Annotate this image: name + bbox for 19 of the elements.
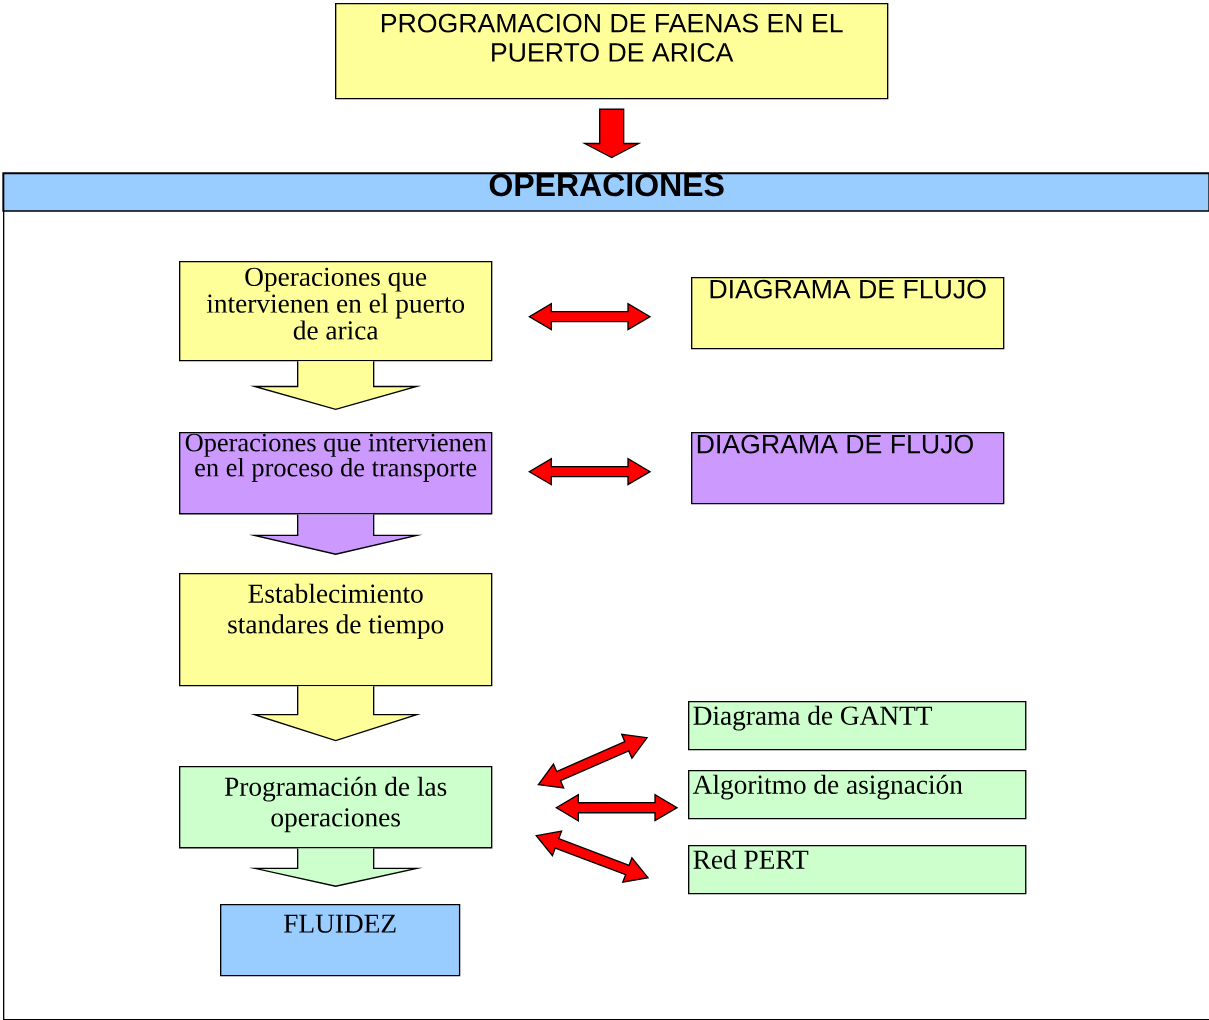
double-arrow: [528, 457, 652, 486]
block-arrow: [249, 360, 422, 411]
process-box: Algoritmo de asignación: [688, 770, 1027, 820]
process-box: Programación de las operaciones: [179, 766, 493, 849]
process-box: Establecimiento standares de tiempo: [179, 573, 493, 687]
double-arrow: [537, 733, 649, 789]
double-arrow: [528, 302, 652, 331]
block-arrow: [581, 108, 642, 159]
title-box: PROGRAMACION DE FAENAS EN EL PUERTO DE ARICA: [335, 3, 889, 100]
process-box: Red PERT: [688, 845, 1027, 895]
process-box: Operaciones que intervienen en el puerto de arica: [179, 261, 493, 362]
process-box: DIAGRAMA DE FLUJO: [691, 277, 1005, 350]
process-box: Diagrama de GANTT: [688, 701, 1027, 751]
process-box: FLUIDEZ: [220, 904, 461, 977]
process-box: DIAGRAMA DE FLUJO: [691, 432, 1005, 505]
double-arrow: [555, 793, 679, 822]
double-arrow: [535, 830, 650, 884]
block-arrow: [250, 685, 421, 742]
process-box: Operaciones que intervienen en el proceso de transporte: [179, 432, 493, 515]
